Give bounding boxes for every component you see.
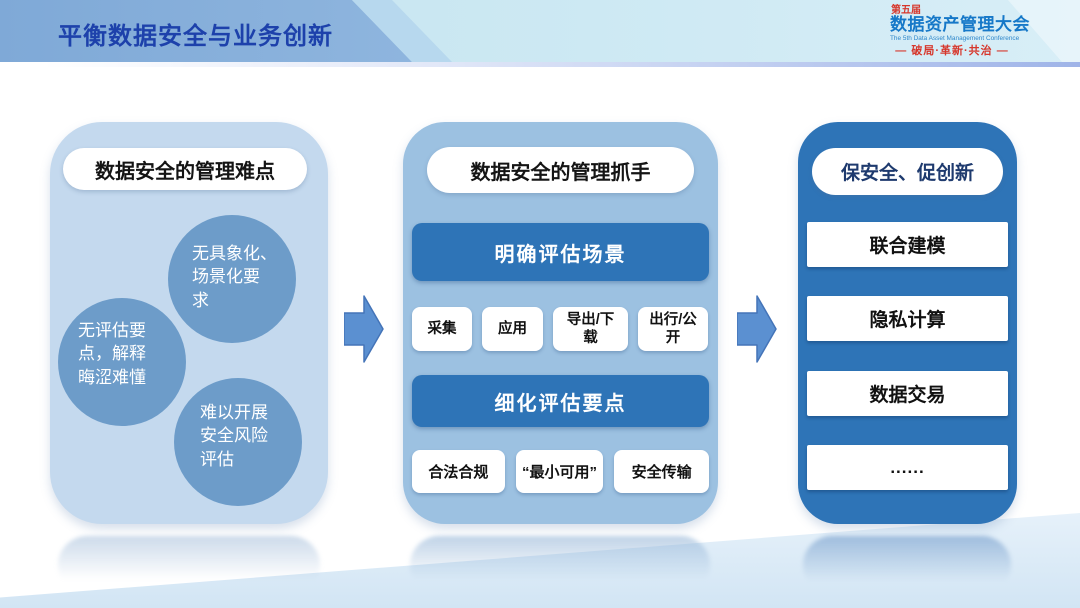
outcomes-panel: 保安全、促创新 联合建模 隐私计算 数据交易 ...... <box>798 122 1017 524</box>
methods-panel-title: 数据安全的管理抓手 <box>427 147 694 193</box>
section-heading-scenarios: 明确评估场景 <box>412 223 709 281</box>
challenge-bubble: 难以开展 安全风险 评估 <box>174 378 302 506</box>
header-facet-left <box>0 0 412 62</box>
panel-reflection <box>803 536 1011 594</box>
section-heading-points: 细化评估要点 <box>412 375 709 427</box>
logo-subtitle: The 5th Data Asset Management Conference <box>890 34 1020 42</box>
scenario-chip: 出行/公 开 <box>638 307 708 351</box>
outcomes-panel-title: 保安全、促创新 <box>812 148 1003 195</box>
point-chip: 安全传输 <box>614 450 709 493</box>
scenario-chip-row: 采集 应用 导出/下 载 出行/公 开 <box>412 307 709 351</box>
scenario-chip: 采集 <box>412 307 472 351</box>
header-divider <box>0 62 1080 67</box>
outcome-item: 联合建模 <box>807 222 1008 267</box>
outcome-item: 隐私计算 <box>807 296 1008 341</box>
methods-panel: 数据安全的管理抓手 明确评估场景 采集 应用 导出/下 载 出行/公 开 细化评… <box>403 122 718 524</box>
challenge-bubble: 无具象化、 场景化要 求 <box>168 215 296 343</box>
logo-edition: 第五届 <box>891 5 921 16</box>
scenario-chip: 导出/下 载 <box>553 307 628 351</box>
slide-title: 平衡数据安全与业务创新 <box>58 23 333 50</box>
challenges-panel: 数据安全的管理难点 无具象化、 场景化要 求 无评估要 点，解释 晦涩难懂 难以… <box>50 122 328 524</box>
panel-reflection <box>58 536 320 594</box>
panel-reflection <box>410 536 710 594</box>
logo-slogan: — 破局·革新·共治 — <box>895 45 1009 58</box>
challenges-panel-title: 数据安全的管理难点 <box>63 148 307 190</box>
point-chip-row: 合法合规 “最小可用” 安全传输 <box>412 450 709 493</box>
outcome-item: 数据交易 <box>807 371 1008 416</box>
scenario-chip: 应用 <box>482 307 543 351</box>
conference-logo: 第五届 数据资产管理大会 The 5th Data Asset Manageme… <box>876 5 1030 58</box>
point-chip: “最小可用” <box>515 450 604 493</box>
outcome-item: ...... <box>807 445 1008 490</box>
header: 平衡数据安全与业务创新 第五届 数据资产管理大会 The 5th Data As… <box>0 0 1080 62</box>
point-chip: 合法合规 <box>412 450 505 493</box>
flow-arrow-icon <box>344 295 384 363</box>
flow-arrow-icon <box>737 295 777 363</box>
logo-name: 数据资产管理大会 <box>890 15 1030 34</box>
challenge-bubble: 无评估要 点，解释 晦涩难懂 <box>58 298 186 426</box>
